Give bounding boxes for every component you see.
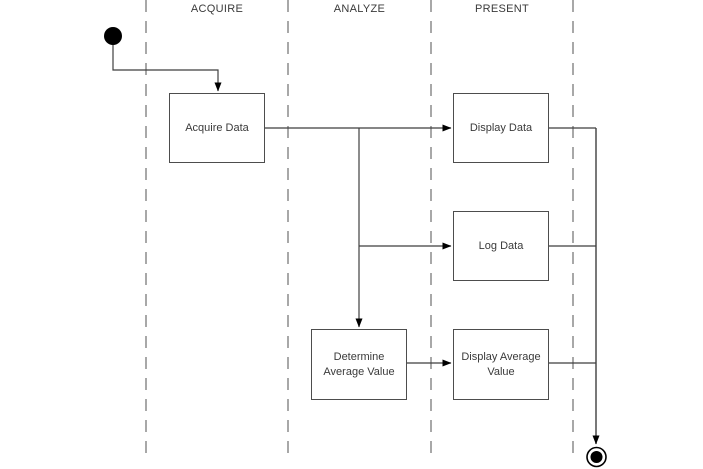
initial-node bbox=[104, 27, 122, 45]
activity-node-acquire-data: Acquire Data bbox=[169, 93, 265, 163]
lane-header-analyze: ANALYZE bbox=[333, 3, 386, 15]
activity-node-display-data: Display Data bbox=[453, 93, 549, 163]
activity-node-determine-average-value: Determine Average Value bbox=[311, 329, 407, 400]
edge-start-to-acquire-data bbox=[112, 45, 222, 92]
lane-header-present: PRESENT bbox=[474, 3, 530, 15]
final-node-ring bbox=[586, 446, 607, 468]
activity-node-display-average-value: Display Average Value bbox=[453, 329, 549, 400]
final-node-core bbox=[590, 451, 603, 463]
activity-node-log-data: Log Data bbox=[453, 211, 549, 281]
lane-header-acquire: ACQUIRE bbox=[190, 3, 244, 15]
